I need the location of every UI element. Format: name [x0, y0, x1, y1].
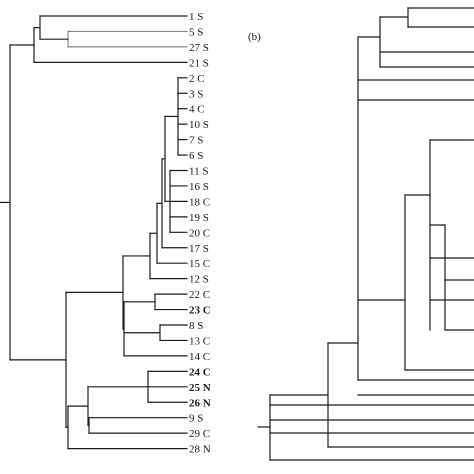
leaf-label: 12 S [189, 274, 209, 286]
leaf-label: 2 C [189, 73, 205, 85]
leaf-label: 6 S [189, 150, 203, 162]
dendrogram-b [257, 7, 474, 461]
leaf-label: 22 C [189, 289, 210, 301]
leaf-label: 5 S [189, 26, 203, 38]
leaf-label: 29 C [189, 428, 210, 440]
leaf-label: 11 S [189, 166, 208, 178]
leaf-label: 9 S [189, 413, 203, 425]
leaf-label: 19 S [189, 212, 209, 224]
leaf-label: 8 S [189, 320, 203, 332]
leaf-label: 23 C [189, 305, 211, 317]
leaf-label: 21 S [189, 57, 209, 69]
leaf-label: 7 S [189, 135, 203, 147]
leaf-label: 26 N [189, 397, 211, 409]
leaf-label: 25 N [189, 382, 211, 394]
leaf-label: 1 S [189, 11, 203, 23]
leaf-label: 18 C [189, 196, 210, 208]
leaf-label: 27 S [189, 42, 209, 54]
leaf-label: 16 S [189, 181, 209, 193]
leaf-label: 4 C [189, 104, 205, 116]
leaf-label: 3 S [189, 88, 203, 100]
leaf-label: 28 N [189, 444, 211, 456]
leaf-label: 15 C [189, 258, 210, 270]
leaf-label: 20 C [189, 227, 210, 239]
leaf-label: 17 S [189, 243, 209, 255]
panel-b-label: (b) [248, 31, 261, 43]
leaf-label: 10 S [189, 119, 209, 131]
leaf-label: 24 C [189, 366, 211, 378]
leaf-labels-a: 1 S 5 S 27 S 21 S 2 C 3 S 4 C 10 S 7 S 6 S 11 S 16 … [189, 11, 211, 456]
dendrogram-a [0, 15, 188, 450]
leaf-label: 13 C [189, 335, 210, 347]
leaf-label: 14 C [189, 351, 210, 363]
